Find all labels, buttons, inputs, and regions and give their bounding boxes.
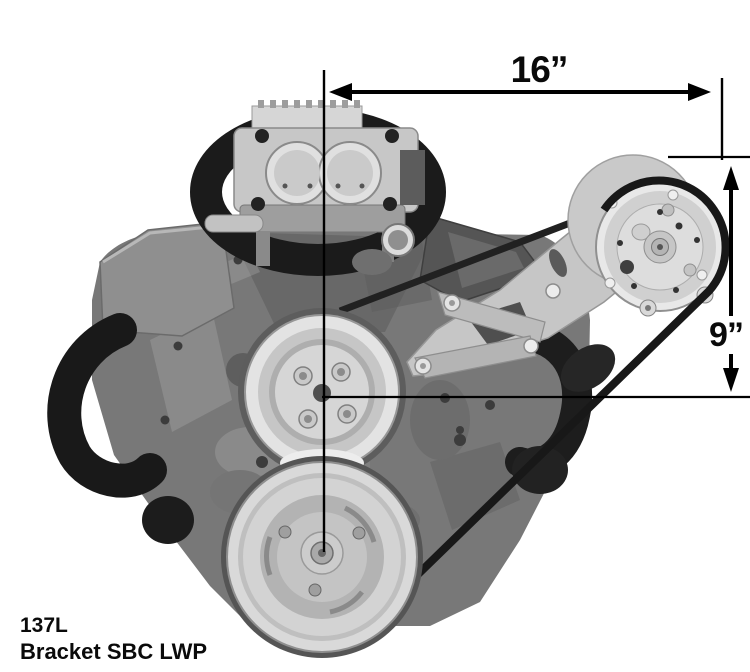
crank-pulley-bolts [278, 525, 366, 597]
throttle-linkage [400, 150, 425, 205]
bracket-arm-upper [437, 291, 546, 343]
horizontal-dimension-label: 16” [510, 49, 569, 90]
drive-belt-compressor-run [405, 176, 730, 587]
fuel-inlet [204, 214, 264, 233]
caption: 137L Bracket SBC LWP [20, 612, 207, 664]
left-exhaust-header [47, 313, 194, 544]
clutch-face-holes [604, 189, 708, 293]
horizontal-dimension-arrow [329, 83, 711, 101]
crank-pulley-slots [264, 505, 377, 615]
vertical-dimension-label: 9” [703, 316, 749, 354]
carburetor [204, 100, 425, 275]
bracket-slot [549, 249, 567, 277]
throttle-bores [265, 141, 382, 205]
carb-corner-knobs [251, 129, 399, 211]
crank-pulley [221, 456, 423, 658]
water-pump-pulley [238, 308, 406, 476]
part-name: Bracket SBC LWP [20, 639, 208, 664]
water-pump-pulley-bolts [293, 362, 357, 429]
drive-belt-upper-run [338, 206, 606, 315]
distributor [352, 249, 392, 275]
part-number: 137L [20, 614, 68, 637]
water-pump-shaft-hole [313, 384, 331, 402]
vertical-dimension-arrow [723, 166, 739, 392]
